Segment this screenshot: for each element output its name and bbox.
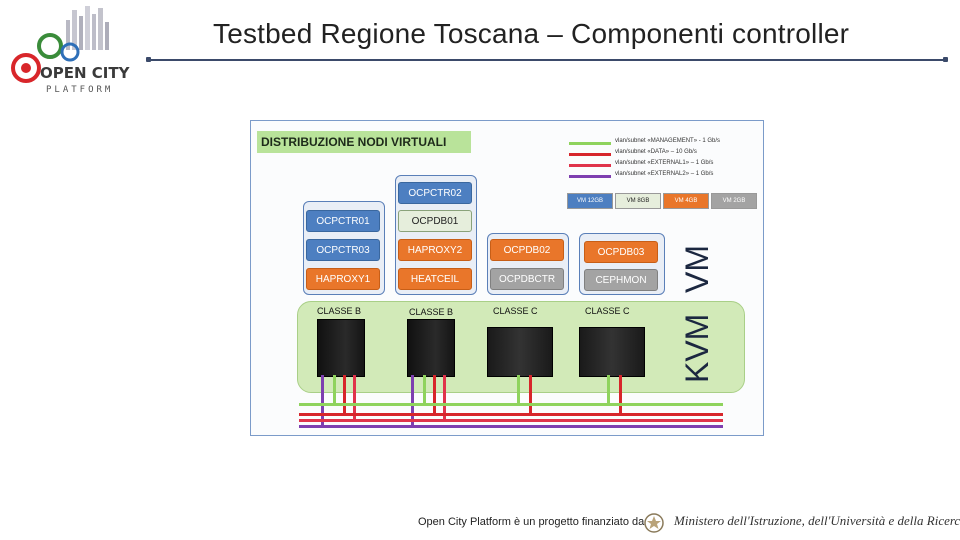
node-haproxy1: HAPROXY1 — [306, 268, 380, 290]
legend-swatch — [569, 153, 611, 156]
node-ocpctr01: OCPCTR01 — [306, 210, 380, 232]
external1-network-line — [299, 419, 723, 422]
legend-swatch — [569, 175, 611, 178]
server-chassis-icon — [579, 327, 645, 377]
management-network-line — [299, 403, 723, 406]
network-drop — [443, 375, 446, 421]
vm-group-3: OCPDB02 OCPDBCTR — [487, 233, 569, 295]
network-drop — [433, 375, 436, 415]
legend-label: vlan/subnet «EXTERNAL1» – 1 Gb/s — [615, 160, 714, 166]
footer-funding-text: Open City Platform è un progetto finanzi… — [418, 516, 645, 528]
italian-republic-emblem-icon — [643, 512, 665, 534]
kvm-layer-label: KVM — [679, 313, 715, 383]
slide-title: Testbed Regione Toscana – Componenti con… — [213, 18, 850, 49]
external2-network-line — [299, 425, 723, 428]
open-city-platform-logo: OPEN CITY PLATFORM — [6, 6, 146, 96]
network-drop — [619, 375, 622, 415]
server-tower-icon — [317, 319, 365, 377]
server-chassis-icon — [487, 327, 553, 377]
network-drop — [423, 375, 426, 405]
network-drop — [343, 375, 346, 415]
network-drop — [333, 375, 336, 405]
network-drop — [529, 375, 532, 415]
server-class-label: CLASSE C — [585, 306, 630, 316]
server-tower-icon — [407, 319, 455, 377]
node-haproxy2: HAPROXY2 — [398, 239, 472, 261]
vm-size-chip: VM 2GB — [711, 193, 757, 209]
ministry-name: Ministero dell'Istruzione, dell'Universi… — [674, 513, 960, 528]
legend-swatch — [569, 164, 611, 167]
server-class-label: CLASSE B — [409, 307, 454, 317]
network-drop — [321, 375, 324, 427]
vm-size-chip: VM 12GB — [567, 193, 613, 209]
virtual-nodes-diagram: DISTRIBUZIONE NODI VIRTUALI vlan/subnet … — [250, 120, 764, 436]
vm-size-chip: VM 8GB — [615, 193, 661, 209]
network-drop — [411, 375, 414, 427]
node-ocpdbctr: OCPDBCTR — [490, 268, 564, 290]
title-divider — [148, 59, 946, 61]
node-ocpdb02: OCPDB02 — [490, 239, 564, 261]
node-ocpctr03: OCPCTR03 — [306, 239, 380, 261]
legend-label: vlan/subnet «DATA» – 10 Gb/s — [615, 149, 697, 155]
divider-end-left — [146, 57, 151, 62]
node-cephmon: CEPHMON — [584, 269, 658, 291]
node-ocpdb03: OCPDB03 — [584, 241, 658, 263]
vm-group-1: OCPCTR01 OCPCTR03 HAPROXY1 — [303, 201, 385, 295]
divider-end-right — [943, 57, 948, 62]
logo-text-bottom: PLATFORM — [46, 85, 113, 95]
server-class-label: CLASSE C — [493, 306, 538, 316]
server-class-label: CLASSE B — [317, 306, 362, 316]
network-drop — [607, 375, 610, 405]
legend-label: vlan/subnet «EXTERNAL2» – 1 Gb/s — [615, 171, 714, 177]
data-network-line — [299, 413, 723, 416]
network-drop — [517, 375, 520, 405]
vm-group-2: OCPCTR02 OCPDB01 HAPROXY2 HEATCEIL — [395, 175, 477, 295]
network-drop — [353, 375, 356, 421]
vm-size-chip: VM 4GB — [663, 193, 709, 209]
node-ocpctr02: OCPCTR02 — [398, 182, 472, 204]
vm-layer-label: VM — [679, 245, 715, 293]
legend-label: vlan/subnet «MANAGEMENT» - 1 Gb/s — [615, 138, 721, 144]
node-ocpdb01: OCPDB01 — [398, 210, 472, 232]
node-heatceil: HEATCEIL — [398, 268, 472, 290]
legend-swatch — [569, 142, 611, 145]
diagram-title: DISTRIBUZIONE NODI VIRTUALI — [257, 131, 471, 153]
vm-group-4: OCPDB03 CEPHMON — [579, 233, 665, 295]
logo-text-top: OPEN CITY — [40, 64, 131, 82]
